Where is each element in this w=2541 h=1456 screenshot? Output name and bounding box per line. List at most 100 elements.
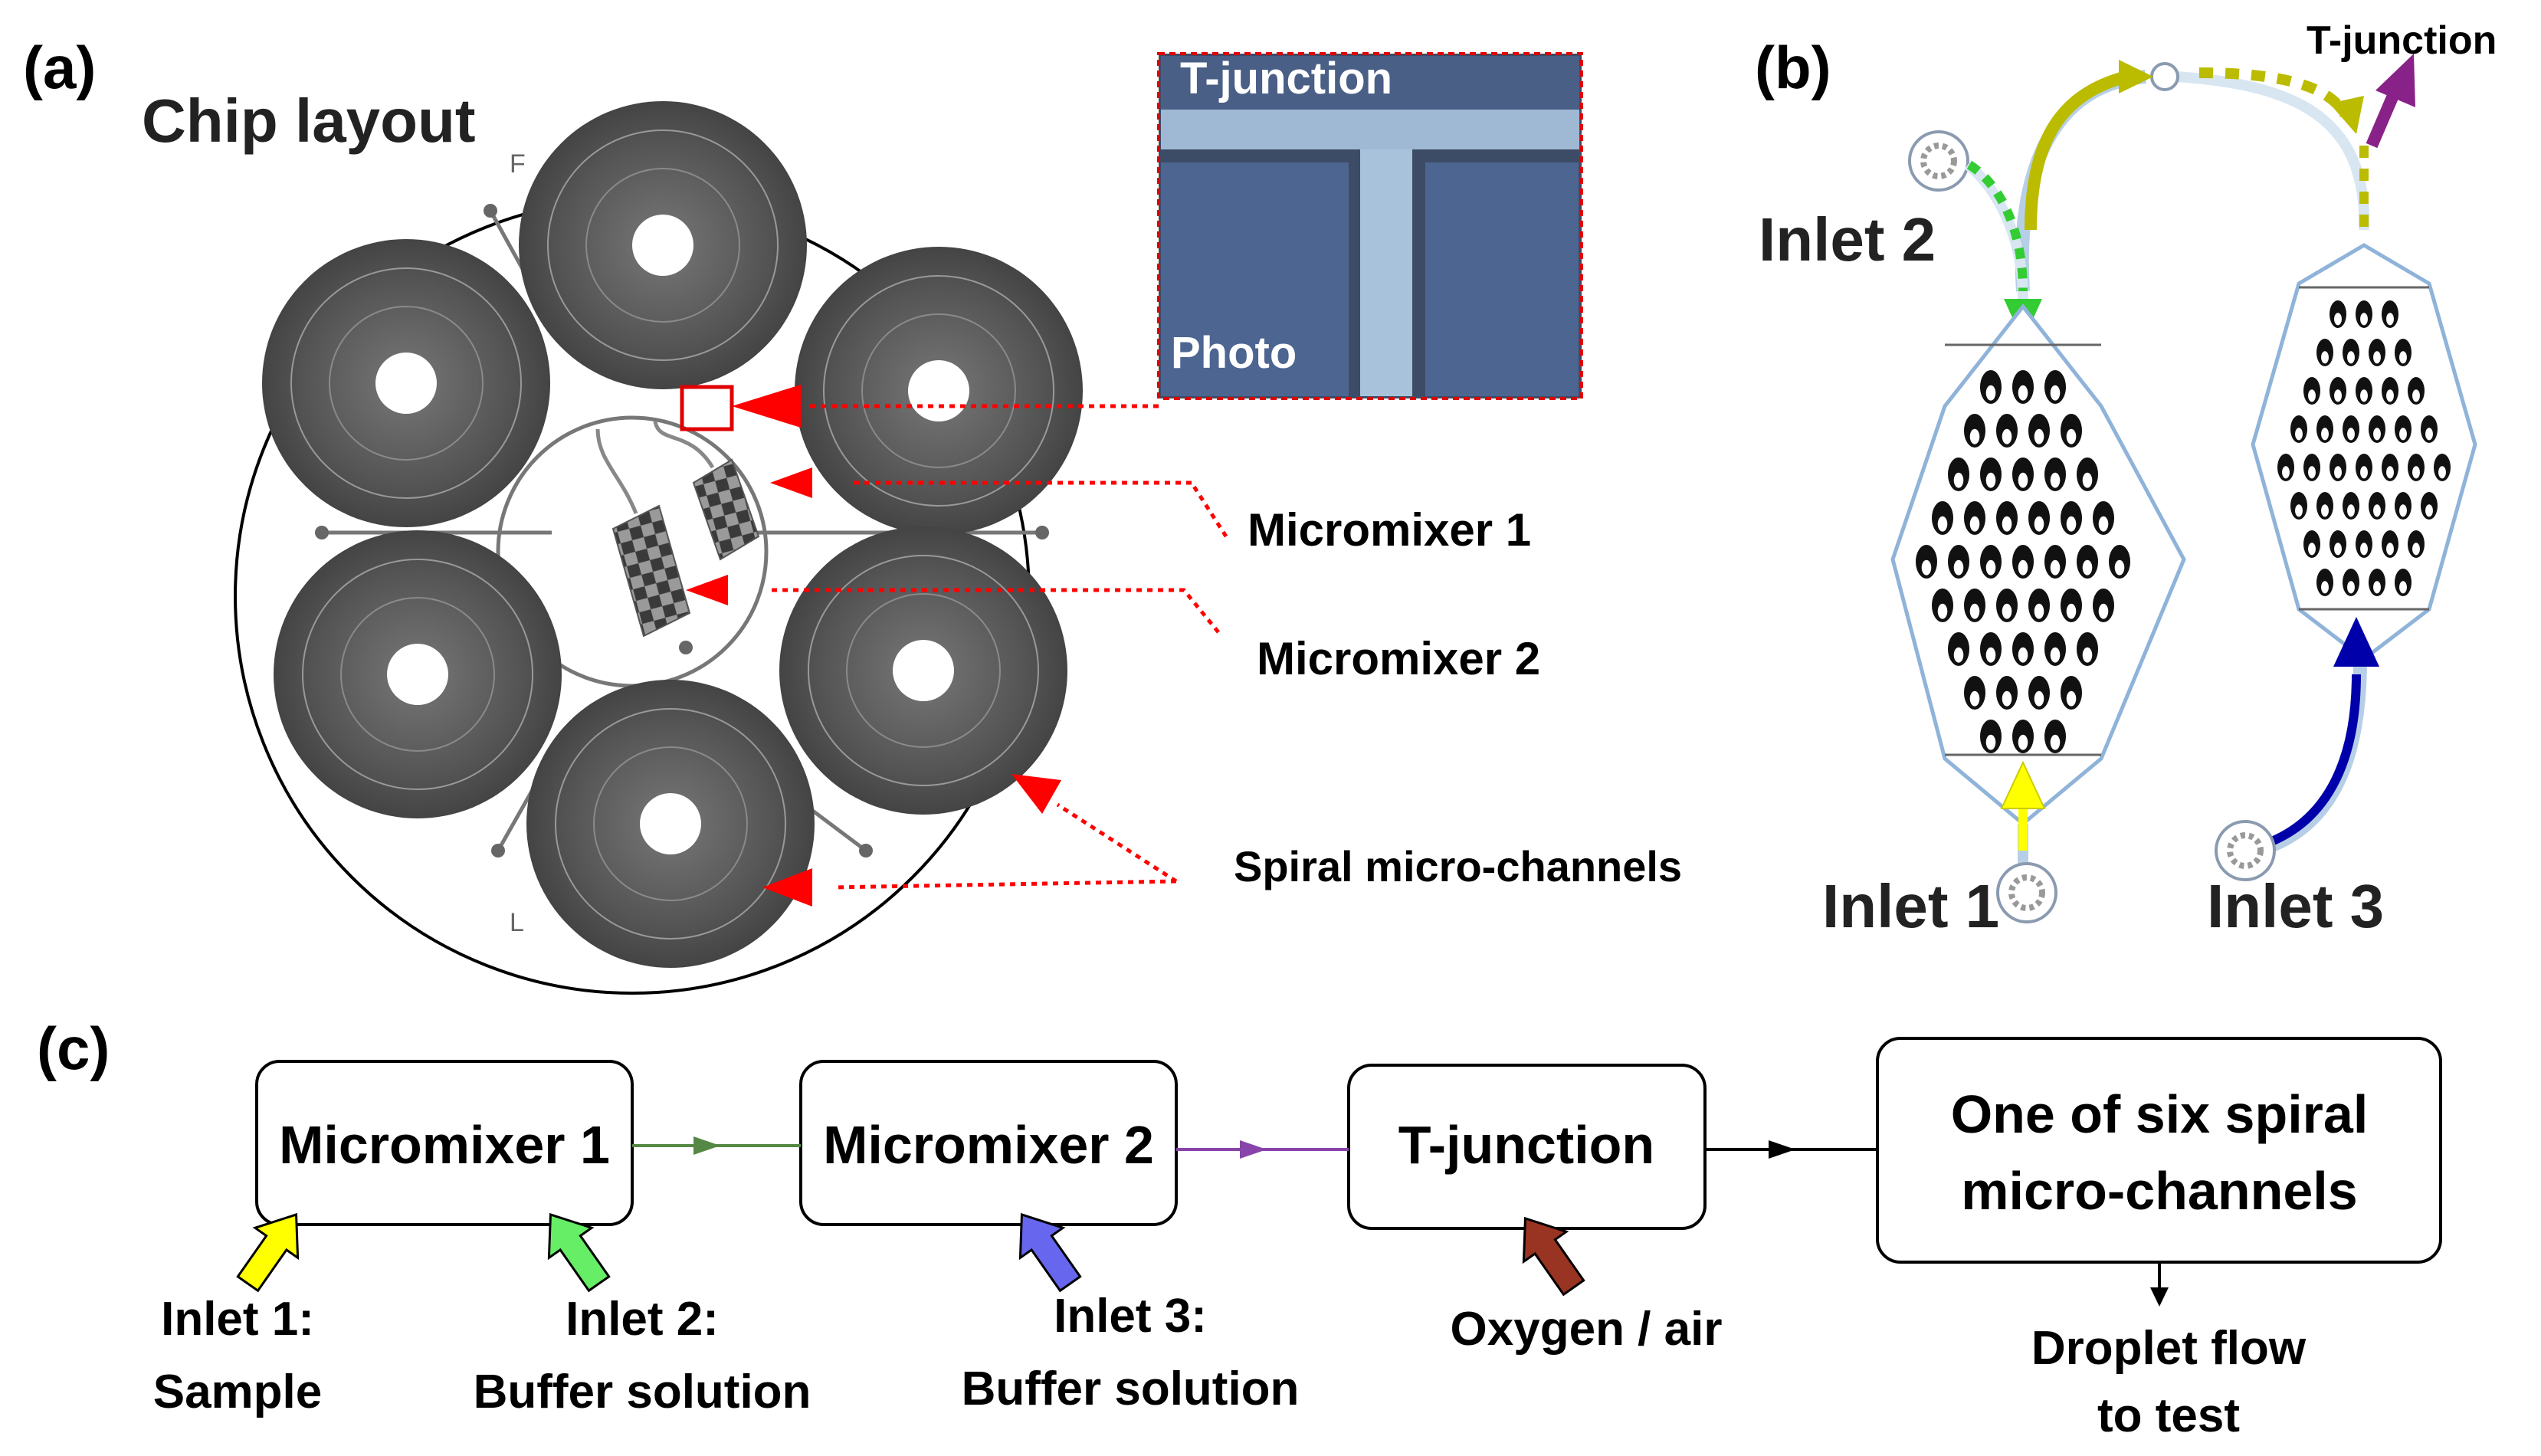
channel-mixer1-to-tjunction [2015, 70, 2146, 292]
panel-label-c: (c) [37, 1015, 110, 1082]
micromixer-post-highlight [2386, 543, 2394, 556]
panel-b-inlet-3-label: Inlet 3 [2207, 872, 2384, 940]
box-micromixer-1 [255, 1060, 634, 1226]
micromixer-post-highlight [2034, 516, 2044, 532]
micromixer-post-highlight [1985, 734, 1996, 750]
micromixer-post-highlight [2334, 389, 2342, 402]
callout-arrow-tjunction [732, 385, 801, 428]
panel-b: T-junction Inlet 2 [1759, 18, 2497, 940]
micromixer-post-highlight [2386, 313, 2394, 326]
micromixer-post-highlight [1937, 516, 1948, 532]
panel-c: Micromixer 1 Micromixer 2 T-junction One… [153, 1037, 2442, 1442]
micromixer-post-highlight [1969, 603, 1980, 619]
micromixer-post-highlight [2034, 690, 2044, 707]
micromixer-post-highlight [2360, 543, 2368, 556]
micromixer-post-highlight [2360, 389, 2368, 402]
olive-arrowhead-top [2119, 60, 2153, 93]
micromixer-post-highlight [1921, 559, 1932, 576]
micromixer-post-highlight [2373, 351, 2381, 364]
micromixer-post-highlight [2050, 472, 2061, 488]
box-micromixer-2-label: Micromixer 2 [823, 1115, 1154, 1175]
micromixer-post-highlight [2412, 466, 2420, 479]
micromixer-post-highlight [2334, 543, 2342, 556]
t-junction-marker [680, 385, 734, 431]
micromixer-post-highlight [2308, 543, 2316, 556]
micromixer-post-highlight [1985, 385, 1996, 401]
micromixer-post-highlight [2098, 516, 2109, 532]
micromixer-post-highlight [2082, 559, 2093, 576]
mixer1-posts [1916, 370, 2130, 753]
panel-a: Chip layout F L [142, 52, 1682, 995]
micromixer-post-highlight [2347, 581, 2355, 594]
callout-arrow-spiral-upper [1011, 774, 1061, 814]
oxygen-block-arrow [1522, 1216, 1585, 1297]
micromixer-post-highlight [2050, 734, 2061, 750]
micromixer-post-highlight [2295, 428, 2303, 441]
micromixer-post-highlight [2308, 389, 2316, 402]
callout-arrow-spiral-lower [762, 868, 812, 907]
micromixer-post-highlight [2321, 504, 2329, 517]
inlet-port-icon [2215, 820, 2276, 881]
micromixer-post-highlight [2050, 385, 2061, 401]
output-line1: Droplet flow [2031, 1322, 2307, 1375]
micromixer-post-highlight [2082, 647, 2093, 663]
micromixer-post-highlight [2018, 559, 2028, 576]
panel-b-tjunction-label: T-junction [2307, 18, 2497, 63]
panel-label-b: (b) [1755, 34, 1831, 101]
micromixer-post-highlight [2066, 428, 2077, 444]
micromixer-post-highlight [1969, 516, 1980, 532]
micromixer-post-highlight [2373, 504, 2381, 517]
micromixer-post-highlight [2373, 428, 2381, 441]
micromixer-post-highlight [2002, 516, 2012, 532]
micromixer-post-highlight [1985, 559, 1996, 576]
micromixer-post-highlight [2373, 581, 2381, 594]
micromixer-post-highlight [2282, 466, 2290, 479]
spiral-channel-lower-right [779, 526, 1067, 815]
micromixer-post-highlight [2412, 389, 2420, 402]
input-inlet-3-line2: Buffer solution [962, 1363, 1300, 1415]
micromixer-post-highlight [2399, 504, 2407, 517]
micromixer-post-highlight [2347, 351, 2355, 364]
callout-arrow-mixer2 [686, 575, 728, 605]
inlet-3-flow [2255, 674, 2361, 851]
olive-dotted-flow [2198, 67, 2350, 118]
micromixer-post-highlight [2438, 466, 2446, 479]
micromixer-post-highlight [2002, 428, 2012, 444]
micromixer-post-highlight [2018, 647, 2028, 663]
chip-micromixer-2 [595, 428, 691, 638]
inlet-1-block-arrow [236, 1212, 300, 1293]
micromixer-post-highlight [2066, 516, 2077, 532]
callout-arrowheads [686, 385, 1061, 907]
output-line2: to test [2097, 1389, 2240, 1442]
micromixer-post-highlight [2050, 559, 2061, 576]
panel-b-inlet-1-label: Inlet 1 [1822, 872, 1999, 940]
box-spiral [1876, 1037, 2442, 1264]
input-inlet-2-line1: Inlet 2: [566, 1293, 719, 1346]
micromixer-post-highlight [2002, 690, 2012, 707]
micromixer-post-highlight [1969, 428, 1980, 444]
callout-lines [766, 404, 1228, 890]
inlet-1-port [1996, 862, 2057, 923]
micromixer-post-highlight [2386, 389, 2394, 402]
link-arrowhead-black [1769, 1140, 1795, 1159]
micromixer-post-highlight [1969, 690, 1980, 707]
micromixer-post-highlight [2347, 428, 2355, 441]
inlet-port-icon [1996, 862, 2057, 923]
micromixer-post-highlight [2034, 603, 2044, 619]
micromixer-post-highlight [2321, 428, 2329, 441]
callout-arrow-mixer1 [770, 467, 812, 498]
input-inlet-1-line1: Inlet 1: [161, 1293, 314, 1346]
micromixer-post-highlight [2018, 385, 2028, 401]
inlet-port-icon [1908, 130, 1969, 192]
micromixer-post-highlight [1953, 559, 1964, 576]
link-arrowhead-green [693, 1136, 720, 1155]
micromixer-post-highlight [2360, 313, 2368, 326]
inlet-2-port [1908, 130, 1969, 192]
outlet-arrowhead [2375, 54, 2415, 107]
chip-mark-top: F [510, 149, 526, 179]
micromixer-post-highlight [2308, 466, 2316, 479]
box-spiral-label-2: micro-channels [1961, 1161, 2357, 1221]
olive-arrowhead-right [2330, 96, 2364, 134]
spiral-channel-upper-right [795, 247, 1083, 535]
micromixer-post-highlight [2399, 428, 2407, 441]
